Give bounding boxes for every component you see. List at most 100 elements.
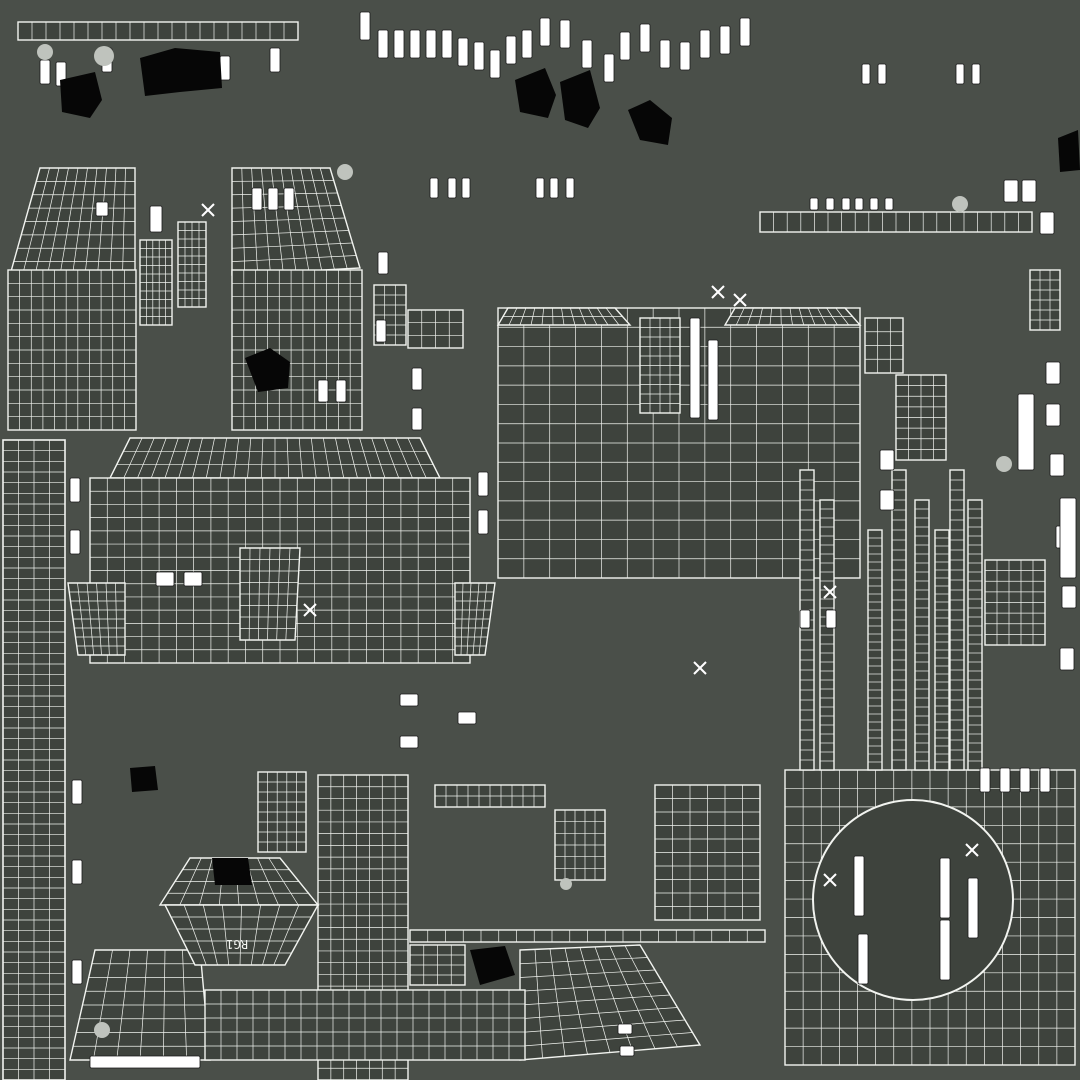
top-left-box-top-right-hline bbox=[231, 255, 357, 262]
bottom-tray-right-wing-hline bbox=[519, 957, 648, 965]
component-island-62 bbox=[267, 187, 279, 211]
component-island-66 bbox=[1017, 393, 1035, 471]
right-vertical-strip-7 bbox=[949, 469, 965, 771]
top-left-strip-b bbox=[177, 221, 207, 308]
pad-4 bbox=[952, 196, 968, 212]
bottom-frame-top-bar bbox=[434, 784, 546, 808]
mid-box-roof-vline bbox=[247, 437, 252, 479]
component-island-28 bbox=[565, 177, 575, 199]
top-left-box-top-right-hline bbox=[231, 230, 349, 236]
bottom-hopper-body-vline bbox=[250, 904, 261, 966]
cross-marker-stroke bbox=[201, 203, 215, 217]
component-island-21 bbox=[719, 25, 731, 55]
component-island-7 bbox=[457, 37, 469, 67]
component-island-48 bbox=[411, 367, 423, 391]
bottom-hopper-body bbox=[163, 904, 320, 966]
mid-box-roof-vline bbox=[123, 437, 143, 479]
component-island-26 bbox=[535, 177, 545, 199]
component-marking: RG1 bbox=[226, 937, 248, 951]
component-island-65 bbox=[335, 379, 347, 403]
component-island-75 bbox=[689, 317, 701, 419]
component-island-31 bbox=[955, 63, 965, 85]
component-island-27 bbox=[549, 177, 559, 199]
component-island-15 bbox=[603, 53, 615, 83]
component-island-30 bbox=[877, 63, 887, 85]
bottom-tray-right-wing-hline bbox=[519, 1007, 678, 1020]
component-island-87 bbox=[939, 919, 951, 981]
top-left-thin-bar bbox=[17, 21, 299, 41]
component-island-19 bbox=[679, 41, 691, 71]
bottom-hopper-body-vline bbox=[262, 904, 281, 966]
top-right-thin-bar bbox=[759, 211, 1033, 233]
component-island-55 bbox=[477, 509, 489, 535]
top-left-box-top-right-hline bbox=[231, 242, 353, 249]
bottom-tray-right-wing-hline bbox=[519, 969, 656, 978]
component-island-39 bbox=[1003, 179, 1019, 203]
component-island-89 bbox=[619, 1045, 635, 1057]
right-vertical-strip-5 bbox=[914, 499, 930, 771]
component-island-58 bbox=[399, 693, 419, 707]
mid-box-roof-vline bbox=[260, 437, 264, 479]
component-island-84 bbox=[939, 857, 951, 919]
right-mid-grid bbox=[895, 374, 947, 461]
right-vertical-strip-2 bbox=[819, 499, 835, 771]
dark-hole-10 bbox=[1058, 130, 1080, 172]
component-island-63 bbox=[283, 187, 295, 211]
component-island-53 bbox=[69, 529, 81, 555]
mid-box-flap-left bbox=[67, 582, 126, 656]
mid-box-roof-vline bbox=[137, 437, 155, 479]
bottom-hopper-body-vline bbox=[239, 904, 242, 966]
bottom-tray-right-wing bbox=[519, 944, 702, 1061]
mid-box-roof-vline bbox=[310, 437, 317, 479]
mid-box-roof-vline bbox=[407, 437, 427, 479]
component-island-59 bbox=[457, 711, 477, 725]
component-island-52 bbox=[69, 477, 81, 503]
bottom-tray-right-wing-hline bbox=[519, 994, 671, 1006]
cross-marker-stroke bbox=[693, 661, 707, 675]
top-left-strip-a bbox=[139, 239, 173, 326]
component-island-5 bbox=[425, 29, 437, 59]
component-island-93 bbox=[89, 1055, 201, 1069]
mid-box-roof-vline bbox=[205, 437, 215, 479]
mid-box-roof-vline bbox=[150, 437, 167, 479]
component-island-42 bbox=[1045, 361, 1061, 385]
component-island-73 bbox=[39, 59, 51, 85]
bottom-hopper-body-vline bbox=[183, 904, 207, 966]
component-island-23 bbox=[429, 177, 439, 199]
component-island-85 bbox=[967, 877, 979, 939]
bottom-tray-right-wing-hline bbox=[519, 982, 663, 992]
component-island-1 bbox=[359, 11, 371, 41]
cross-marker-8 bbox=[303, 603, 317, 617]
bottom-frame-right-block bbox=[654, 784, 761, 921]
center-left-small-box bbox=[407, 309, 464, 349]
component-island-81 bbox=[1019, 767, 1031, 793]
mid-box-flap-right bbox=[454, 582, 496, 656]
component-island-64 bbox=[317, 379, 329, 403]
component-island-24 bbox=[447, 177, 457, 199]
mid-box-roof-vline bbox=[164, 437, 179, 479]
right-vertical-strip-8 bbox=[967, 499, 983, 771]
component-island-54 bbox=[477, 471, 489, 497]
left-edge-long-strip bbox=[2, 439, 66, 1080]
cross-marker-stroke bbox=[733, 293, 747, 307]
component-island-50 bbox=[377, 251, 389, 275]
component-island-29 bbox=[861, 63, 871, 85]
right-vertical-strip-3 bbox=[867, 529, 883, 771]
bottom-right-ring bbox=[812, 799, 1014, 1001]
cross-marker-stroke bbox=[965, 843, 979, 857]
cross-marker-2 bbox=[711, 285, 725, 299]
component-island-57 bbox=[183, 571, 203, 587]
component-island-40 bbox=[1021, 179, 1037, 203]
component-island-3 bbox=[393, 29, 405, 59]
dark-holes bbox=[60, 48, 1080, 985]
bottom-hopper-body-vline bbox=[202, 904, 218, 966]
bottom-frame-small-panel bbox=[409, 944, 466, 986]
component-island-91 bbox=[71, 859, 83, 885]
component-island-92 bbox=[71, 959, 83, 985]
cross-marker-stroke bbox=[303, 603, 317, 617]
dark-hole-3 bbox=[515, 68, 556, 118]
component-island-71 bbox=[269, 47, 281, 73]
component-island-95 bbox=[825, 609, 837, 629]
center-box-lip-right bbox=[723, 307, 862, 326]
